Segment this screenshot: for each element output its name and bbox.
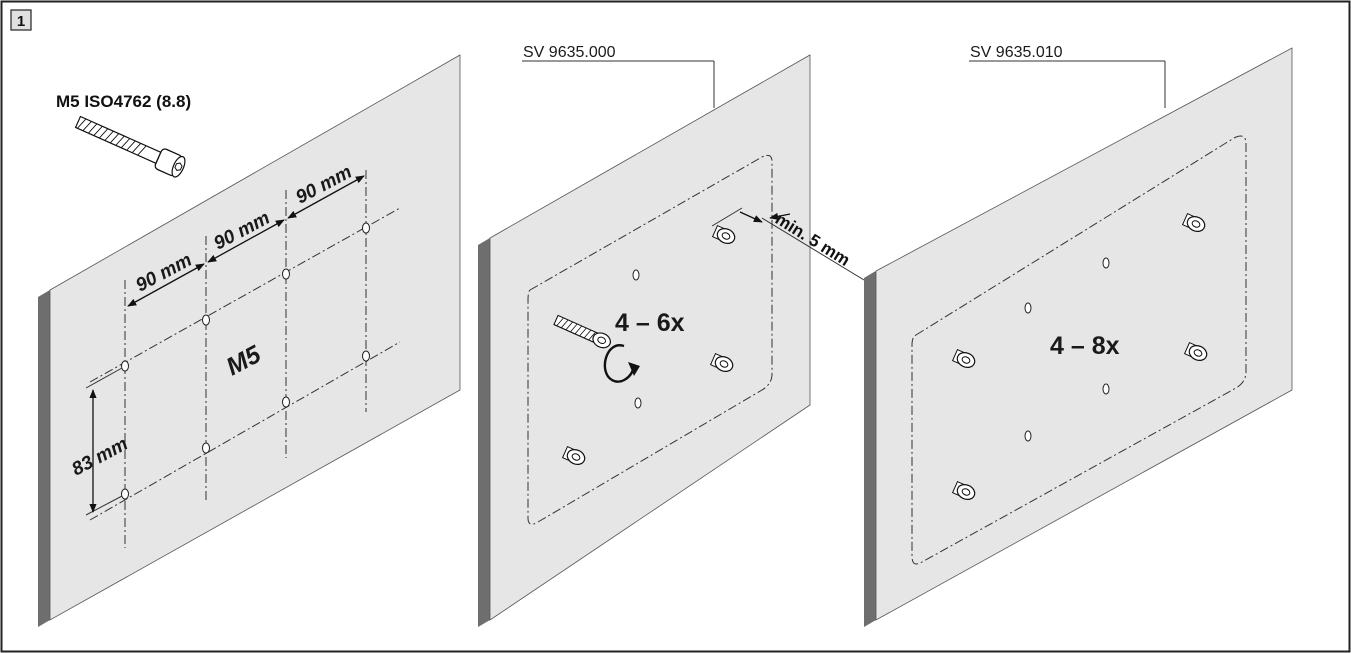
quantity-label-middle: 4 – 6x [615,309,685,337]
middle-holes [632,269,642,409]
mounting-panel-middle: 4 – 6x [478,54,811,627]
hole-grid-lines [89,170,401,548]
mounting-panel-right: 4 – 8x [864,47,1293,627]
part-number-right: SV 9635.010 [970,44,1063,61]
horizontal-dimension-arrows [127,175,365,307]
cutout-outline [527,154,773,525]
screw-icon [74,115,186,178]
threaded-stud-icon-right [951,212,1210,503]
mounting-panel-left: 90 mm 90 mm 90 mm 83 mm M5 [38,54,461,627]
vertical-dimension [85,367,123,516]
screw-spec-label: M5 ISO4762 (8.8) [56,92,191,111]
part-leader-middle [522,60,715,108]
mounting-holes [121,222,370,500]
rotate-arrow-icon [603,344,640,383]
part-number-middle: SV 9635.000 [523,44,616,61]
right-holes [1024,257,1110,442]
part-leader-right [969,60,1166,108]
figure-number: 1 [17,13,25,30]
min-distance-dimension [711,207,865,281]
cutout-outline-right [911,135,1247,565]
threaded-stud-icon [561,224,738,468]
figure-number-badge: 1 [10,9,32,31]
quantity-label-right: 4 – 8x [1050,332,1120,360]
inserted-screw-icon [553,314,614,351]
